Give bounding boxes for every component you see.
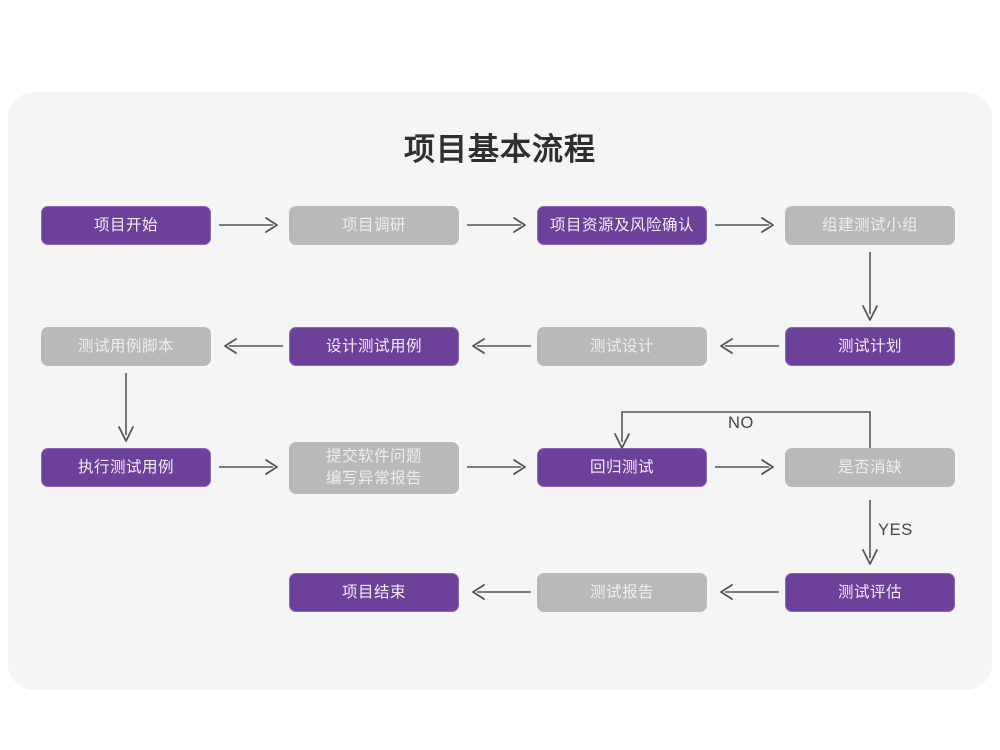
node-test-case-script[interactable]: 测试用例脚本 <box>41 327 211 366</box>
node-test-design[interactable]: 测试设计 <box>537 327 707 366</box>
node-submit-issue-report[interactable]: 提交软件问题 编写异常报告 <box>289 442 459 494</box>
node-test-report[interactable]: 测试报告 <box>537 573 707 612</box>
branch-label-no: NO <box>728 414 754 432</box>
node-project-start[interactable]: 项目开始 <box>41 206 211 245</box>
node-test-evaluation[interactable]: 测试评估 <box>785 573 955 612</box>
node-execute-test-case[interactable]: 执行测试用例 <box>41 448 211 487</box>
branch-label-yes: YES <box>878 521 913 539</box>
page-title: 项目基本流程 <box>404 132 596 167</box>
node-build-test-team[interactable]: 组建测试小组 <box>785 206 955 245</box>
node-design-test-case[interactable]: 设计测试用例 <box>289 327 459 366</box>
node-project-research[interactable]: 项目调研 <box>289 206 459 245</box>
node-regression-test[interactable]: 回归测试 <box>537 448 707 487</box>
node-test-plan[interactable]: 测试计划 <box>785 327 955 366</box>
node-project-end[interactable]: 项目结束 <box>289 573 459 612</box>
node-resource-risk-confirm[interactable]: 项目资源及风险确认 <box>537 206 707 245</box>
node-defect-cleared[interactable]: 是否消缺 <box>785 448 955 487</box>
